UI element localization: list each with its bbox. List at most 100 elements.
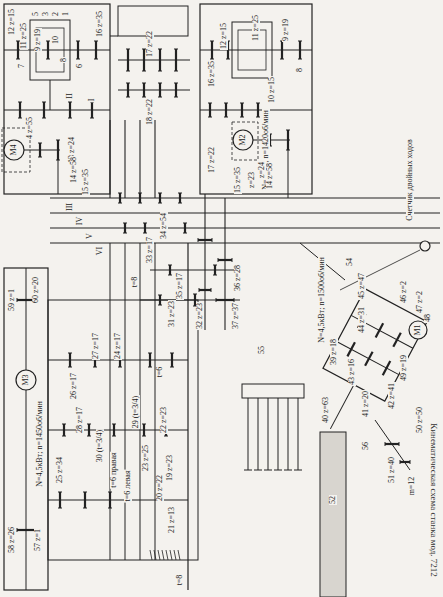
callout-number: 36 z=28 <box>234 264 242 292</box>
shaft-line <box>93 367 97 368</box>
callout-number: 12 z=15 <box>220 22 228 50</box>
shaft-line <box>149 353 151 367</box>
callout-number: Счетчик двойных ходов <box>406 138 414 222</box>
shaft-line <box>200 110 312 111</box>
shaft-line <box>174 71 178 72</box>
shaft-line <box>244 470 252 471</box>
shaft-line <box>170 353 174 354</box>
shaft-line <box>208 103 212 104</box>
shaft-line <box>183 233 187 234</box>
callout-number: t=6 правая <box>110 451 118 488</box>
shaft-line <box>148 367 152 368</box>
housing-frame <box>4 4 110 194</box>
callout-number: 5 <box>32 11 40 17</box>
shaft-line <box>170 550 172 560</box>
shaft-line <box>166 550 168 560</box>
callout-number: 11 z=25 <box>20 22 28 50</box>
shaft-line <box>193 294 197 295</box>
callout-number: 25 z=34 <box>56 456 64 484</box>
housing-frame <box>242 384 304 398</box>
shaft-line <box>226 59 230 60</box>
shaft-line <box>16 59 20 60</box>
shaft-line <box>126 71 130 72</box>
shaft-line <box>298 59 302 60</box>
shaft-line <box>68 353 72 354</box>
shaft-line <box>62 436 66 437</box>
shaft-line <box>278 398 279 470</box>
motor-label: M2 <box>239 133 247 146</box>
shaft-line <box>142 83 146 84</box>
shaft-line <box>198 238 199 242</box>
shaft-line <box>17 529 35 531</box>
shaft-line <box>158 305 162 306</box>
shaft-line <box>18 102 22 103</box>
callout-number: I <box>88 98 96 103</box>
callout-number: IV <box>76 216 84 226</box>
shaft-line <box>199 288 200 292</box>
shaft-line <box>286 130 290 131</box>
shaft-line <box>138 203 142 204</box>
callout-number: 60 z=20 <box>32 276 40 304</box>
callout-number: 4 z=55 <box>26 116 34 140</box>
shaft-line <box>169 265 171 275</box>
shaft-line <box>87 436 91 437</box>
callout-number: 21 z=13 <box>168 506 176 534</box>
callout-number: N=4,5кВт; n=1500об/мин <box>318 256 326 344</box>
shaft-line <box>340 250 420 290</box>
shaft-line <box>158 193 162 194</box>
callout-number: 45 z=47 <box>358 272 366 300</box>
callout-number: 6 <box>76 63 84 69</box>
callout-number: 50 z=50 <box>416 406 424 434</box>
callout-number: 17 z=22 <box>208 146 216 174</box>
shaft-line <box>224 117 228 118</box>
shaft-line <box>123 223 127 224</box>
shaft-line <box>118 193 122 194</box>
motor-symbol <box>4 140 24 160</box>
callout-number: 33 z=17 <box>146 236 154 264</box>
shaft-line <box>174 97 178 98</box>
housing-frame <box>48 300 198 560</box>
shaft-line <box>63 424 65 436</box>
shaft-line <box>258 398 259 470</box>
shaft-line <box>142 71 146 72</box>
shaft-line <box>83 492 87 493</box>
shaft-line <box>113 424 115 436</box>
shaft-line <box>264 470 272 471</box>
shaft-line <box>171 353 173 367</box>
shaft-line <box>58 492 62 493</box>
shaft-line <box>46 41 50 42</box>
motor-label: M4 <box>10 143 18 156</box>
shaft-line <box>59 492 61 508</box>
shaft-line <box>284 470 292 471</box>
shaft-line <box>76 41 80 42</box>
motor-symbol <box>420 241 430 251</box>
shaft-line <box>42 102 46 103</box>
callout-number: 18 z=22 <box>146 98 154 126</box>
shaft-line <box>38 143 42 144</box>
shaft-line <box>385 442 386 446</box>
callout-number: 46 z=2 <box>400 280 408 304</box>
callout-number: 49 z=19 <box>400 354 408 382</box>
callout-number: 32 z=23 <box>196 302 204 330</box>
shaft-line <box>142 436 146 437</box>
shaft-line <box>213 275 217 276</box>
callout-number: VI <box>96 246 104 256</box>
callout-number: II <box>66 92 74 99</box>
shaft-line <box>68 102 72 103</box>
shaft-line <box>158 295 162 296</box>
callout-number: 40 z=63 <box>322 396 330 424</box>
shaft-line <box>139 193 141 203</box>
shaft-line <box>77 41 79 59</box>
shaft-line <box>57 140 59 160</box>
callout-number: 17 z=22 <box>146 30 154 58</box>
callout-number: 23 z=25 <box>142 444 150 472</box>
shaft-line <box>124 223 126 233</box>
callout-number: t=8 <box>131 276 139 289</box>
shaft-line <box>253 140 290 141</box>
shaft-line <box>179 193 181 203</box>
callout-number: 35 z=17 <box>176 272 184 300</box>
callout-number: t=8 <box>176 574 184 587</box>
column-bar <box>320 432 346 597</box>
shaft-line <box>183 223 187 224</box>
shaft-line <box>47 41 49 59</box>
